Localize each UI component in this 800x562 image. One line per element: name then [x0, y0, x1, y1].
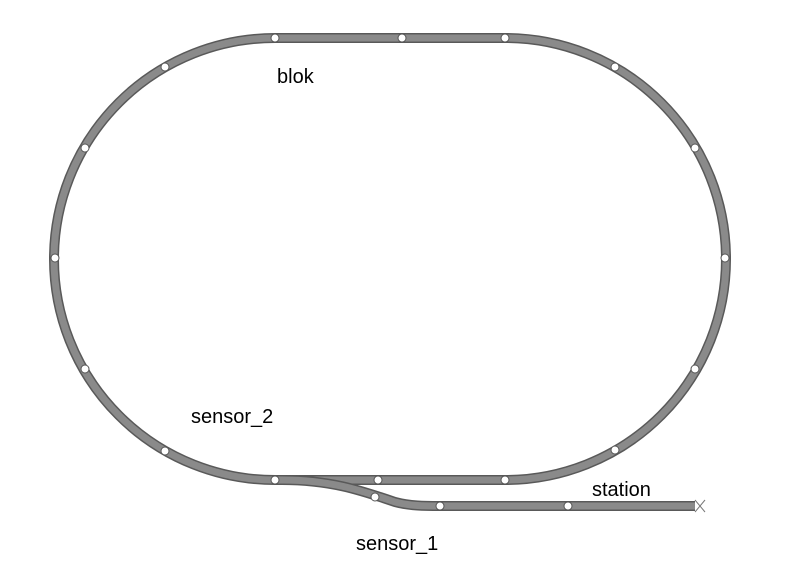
track-joint	[370, 492, 380, 502]
label-sensor-1: sensor_1	[356, 533, 438, 555]
label-sensor-2: sensor_2	[191, 406, 273, 428]
track-joint	[610, 445, 620, 455]
track-joint	[563, 501, 573, 511]
track-joint	[373, 475, 383, 485]
track-joint	[500, 475, 510, 485]
track-joint	[270, 475, 280, 485]
track-joint	[500, 33, 510, 43]
track-joint	[610, 62, 620, 72]
track-joint	[270, 33, 280, 43]
track-joint	[690, 143, 700, 153]
siding-track	[281, 475, 706, 513]
main-loop-track	[49, 33, 731, 485]
track-joint	[160, 62, 170, 72]
label-station: station	[592, 479, 651, 501]
track-joint	[397, 33, 407, 43]
track-joints	[50, 33, 730, 511]
track-joint	[720, 253, 730, 263]
track-joint	[160, 446, 170, 456]
track-joint	[690, 364, 700, 374]
track-joint	[80, 364, 90, 374]
track-joint	[435, 501, 445, 511]
track-joint	[80, 143, 90, 153]
label-blok: blok	[277, 66, 315, 88]
track-joint	[50, 253, 60, 263]
